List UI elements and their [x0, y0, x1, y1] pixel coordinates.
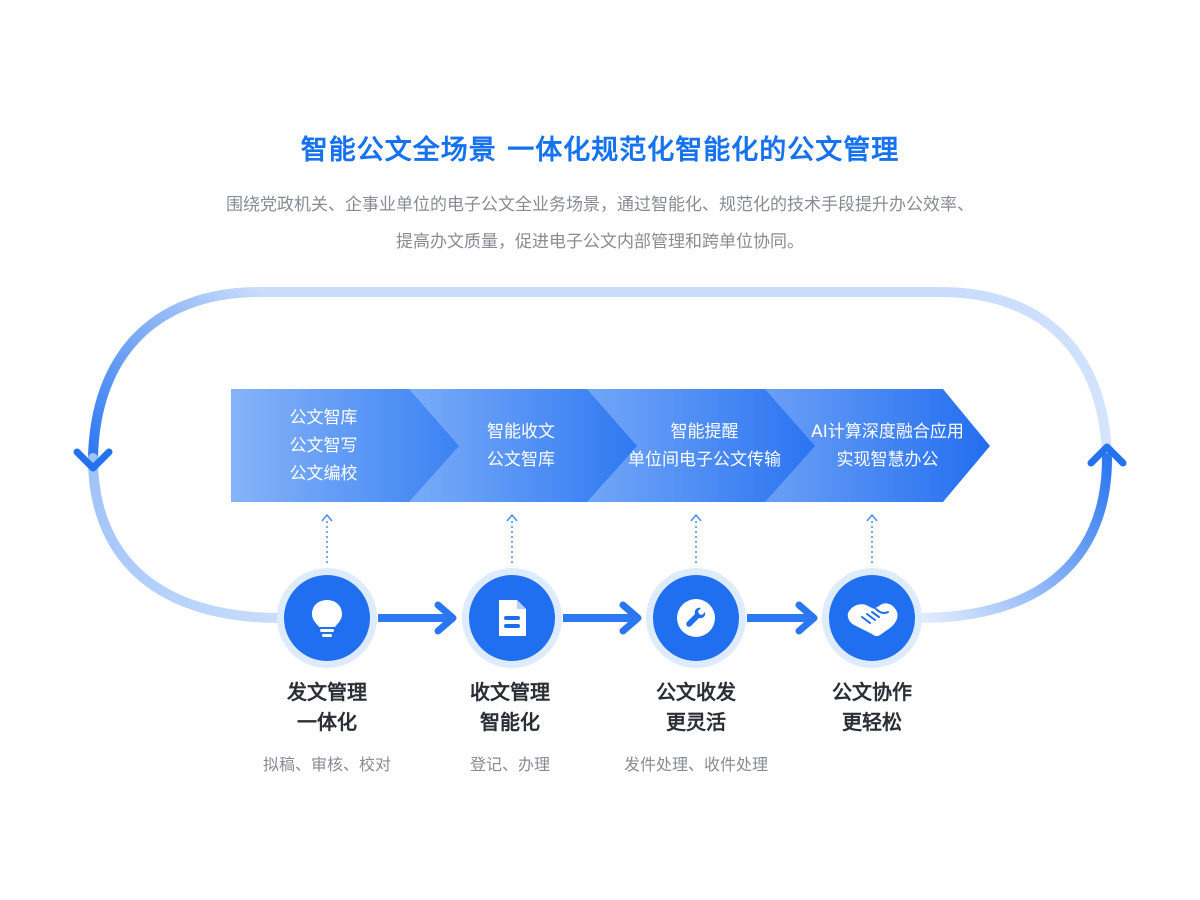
- band-1-line-1: 公文智库: [289, 407, 358, 428]
- stage-node-2: [462, 568, 562, 668]
- stage-1-subtitle: 拟稿、审核、校对: [262, 755, 391, 774]
- stage-2-title: 收文管理 智能化: [410, 677, 610, 737]
- flow-arrow-1: [378, 601, 457, 635]
- band-3-line-2: 单位间电子公文传输: [628, 449, 781, 470]
- stage-3-title: 公文收发 更灵活: [596, 677, 796, 737]
- dotted-connector-1: [321, 513, 333, 563]
- stage-2-title-line-2: 智能化: [480, 710, 540, 734]
- band-4: AI计算深度融合应用 实现智慧办公: [795, 389, 980, 502]
- band-1: 公文智库 公文智写 公文编校: [231, 389, 416, 502]
- stage-3-title-line-1: 公文收发: [656, 680, 736, 704]
- flow-arrow-2: [563, 601, 642, 635]
- page-title: 智能公文全场景 一体化规范化智能化的公文管理: [300, 135, 900, 166]
- loop-bottom-left-arc: [88, 453, 285, 623]
- loop-arrowhead-up: [1087, 443, 1127, 467]
- stage-1-title-line-1: 发文管理: [287, 680, 367, 704]
- document-icon: [499, 600, 526, 636]
- band-1-line-3: 公文编校: [289, 463, 358, 484]
- stage-4-title-line-1: 公文协作: [832, 680, 912, 704]
- band-chevron-4: [765, 389, 990, 502]
- stage-1-title: 发文管理 一体化: [227, 677, 427, 737]
- stage-4-title-line-2: 更轻松: [842, 710, 902, 734]
- flow-arrow-3: [747, 601, 818, 635]
- lightbulb-icon: [312, 600, 342, 637]
- band-3: 智能提醒 单位间电子公文传输: [612, 389, 797, 502]
- stage-node-4: [822, 568, 922, 668]
- wrench-icon: [677, 599, 715, 637]
- band-2-line-1: 智能收文: [487, 421, 555, 442]
- dotted-connector-3: [690, 513, 702, 563]
- band-2-line-2: 公文智库: [487, 449, 555, 470]
- stage-1-title-line-2: 一体化: [297, 710, 357, 734]
- band-2: 智能收文 公文智库: [440, 389, 602, 502]
- loop-bottom-right-arc: [915, 453, 1112, 623]
- stage-node-3: [646, 568, 746, 668]
- description-line-2: 提高办文质量，促进电子公文内部管理和跨单位协同。: [396, 232, 804, 252]
- loop-arrowhead-down: [73, 448, 113, 472]
- handshake-icon: [847, 603, 898, 637]
- band-4-line-1: AI计算深度融合应用: [811, 421, 964, 442]
- stage-4-title: 公文协作 更轻松: [772, 677, 972, 737]
- stage-2-subtitle: 登记、办理: [469, 755, 550, 774]
- dotted-connector-2: [506, 513, 518, 563]
- band-chevron-2: [409, 389, 639, 502]
- stage-2-title-line-1: 收文管理: [470, 680, 550, 704]
- dotted-connector-4: [866, 513, 878, 563]
- loop-top-right-arc: [595, 287, 1112, 463]
- loop-top-left-arc: [88, 287, 605, 463]
- band-3-line-1: 智能提醒: [670, 421, 739, 442]
- band-4-line-2: 实现智慧办公: [836, 449, 939, 470]
- band-1-line-2: 公文智写: [289, 435, 358, 456]
- band-chevron-3: [587, 389, 817, 502]
- stage-3-subtitle: 发件处理、收件处理: [623, 755, 768, 774]
- description-line-1: 围绕党政机关、企事业单位的电子公文全业务场景，通过智能化、规范化的技术手段提升办…: [226, 195, 974, 215]
- stage-node-1: [277, 568, 377, 668]
- stage-3-title-line-2: 更灵活: [666, 710, 726, 734]
- band-chevron-1: [231, 389, 461, 502]
